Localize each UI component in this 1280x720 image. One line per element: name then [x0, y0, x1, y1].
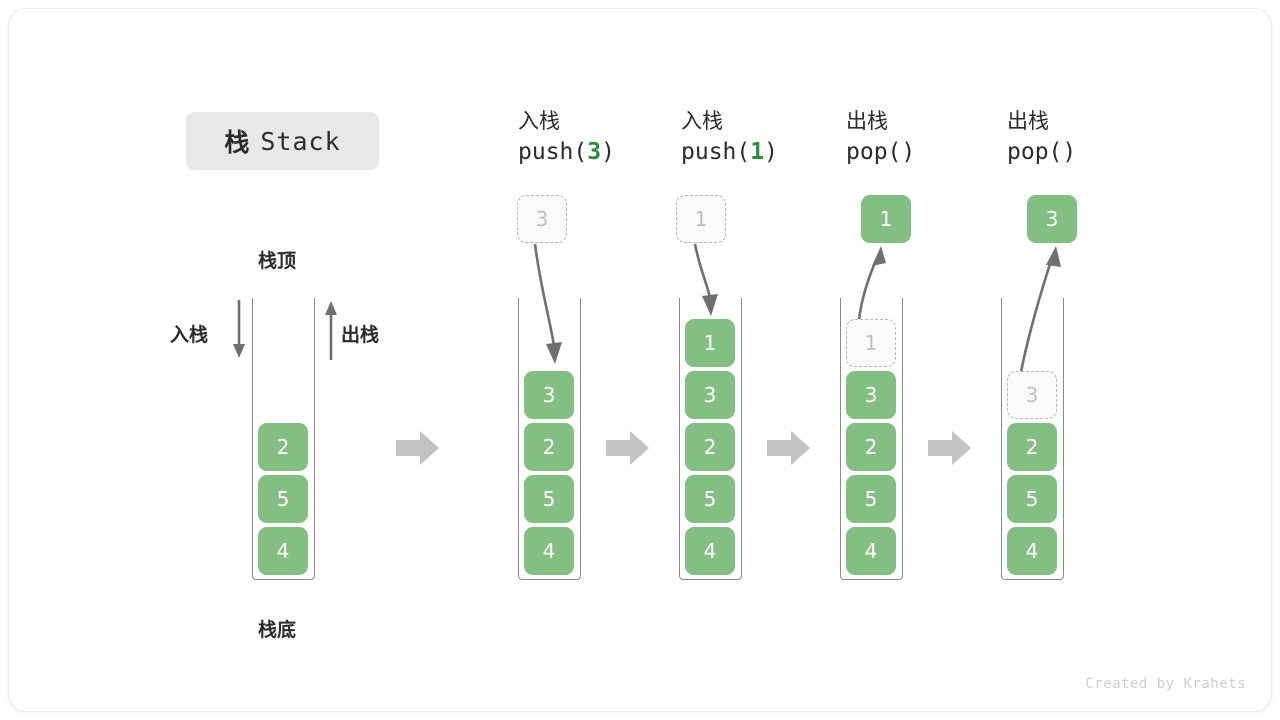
op-suffix: ): [901, 139, 916, 165]
op-suffix: ): [601, 139, 615, 165]
stack-cell: 1: [685, 319, 735, 367]
op-prefix: push(: [518, 139, 588, 165]
push-flow-arrow-icon: [693, 243, 718, 316]
stack-cell: 3: [524, 371, 574, 419]
op-prefix: push(: [681, 139, 751, 165]
flow-block-arrow-icon: [606, 431, 649, 465]
caption-op: push(1): [681, 136, 851, 168]
op-prefix: pop(: [1007, 139, 1063, 165]
stack-cell: 2: [685, 423, 735, 471]
footer-credit: Created by Krahets: [1085, 676, 1246, 692]
stack-cell: 3: [846, 371, 896, 419]
stack-container-pop-2: [1001, 298, 1064, 580]
ghost-cell-incoming: 3: [517, 195, 567, 243]
column-caption-push-3: 入栈 push(3): [518, 106, 688, 168]
push-direction-label: 入栈: [170, 324, 209, 346]
popped-cell: 1: [861, 195, 911, 243]
page-title: 栈 Stack: [186, 112, 379, 170]
stack-container-push-1: [679, 298, 742, 580]
stack-top-label: 栈顶: [258, 250, 297, 272]
ghost-cell-incoming: 1: [676, 195, 726, 243]
stack-cell: 2: [524, 423, 574, 471]
flow-block-arrow-icon: [928, 431, 971, 465]
stack-cell: 5: [846, 475, 896, 523]
page-title-en: Stack: [260, 126, 341, 156]
op-value: 1: [750, 139, 765, 165]
stack-cell: 4: [685, 527, 735, 575]
popped-cell: 3: [1027, 195, 1077, 243]
stack-cell: 5: [524, 475, 574, 523]
caption-op: pop(): [1007, 136, 1177, 168]
stack-cell: 4: [846, 527, 896, 575]
ghost-cell-outgoing: 3: [1007, 371, 1057, 419]
op-prefix: pop(: [846, 139, 902, 165]
stack-cell: 5: [685, 475, 735, 523]
caption-cn: 出栈: [1007, 109, 1049, 133]
stack-cell: 5: [258, 475, 308, 523]
column-caption-pop-1: 出栈 pop(): [846, 106, 1016, 168]
page-title-cn: 栈: [224, 128, 251, 157]
stack-cell: 2: [846, 423, 896, 471]
op-suffix: ): [1062, 139, 1077, 165]
pop-flow-arrow-icon: [1019, 246, 1061, 373]
pop-flow-arrow-icon: [857, 246, 886, 321]
stack-container-pop-1: [840, 298, 903, 580]
stack-container-push-3: [518, 298, 581, 580]
column-caption-push-1: 入栈 push(1): [681, 106, 851, 168]
ghost-cell-outgoing: 1: [846, 319, 896, 367]
stack-cell: 2: [1007, 423, 1057, 471]
flow-block-arrow-icon: [767, 431, 810, 465]
stack-cell: 4: [258, 527, 308, 575]
stack-bottom-label: 栈底: [258, 619, 297, 641]
caption-cn: 入栈: [681, 109, 723, 133]
caption-op: push(3): [518, 136, 688, 168]
op-suffix: ): [764, 139, 778, 165]
push-direction-arrow-icon: [233, 300, 245, 358]
column-caption-pop-2: 出栈 pop(): [1007, 106, 1177, 168]
caption-cn: 入栈: [518, 109, 560, 133]
pop-direction-arrow-icon: [325, 301, 337, 360]
pop-direction-label: 出栈: [341, 324, 380, 346]
stack-container-base: [252, 298, 315, 580]
caption-cn: 出栈: [846, 109, 888, 133]
stack-cell: 3: [685, 371, 735, 419]
flow-block-arrow-icon: [396, 431, 439, 465]
stack-cell: 4: [524, 527, 574, 575]
stack-cell: 5: [1007, 475, 1057, 523]
stack-cell: 4: [1007, 527, 1057, 575]
stack-cell: 2: [258, 423, 308, 471]
op-value: 3: [587, 139, 602, 165]
push-flow-arrow-icon: [533, 243, 562, 364]
caption-op: pop(): [846, 136, 1016, 168]
